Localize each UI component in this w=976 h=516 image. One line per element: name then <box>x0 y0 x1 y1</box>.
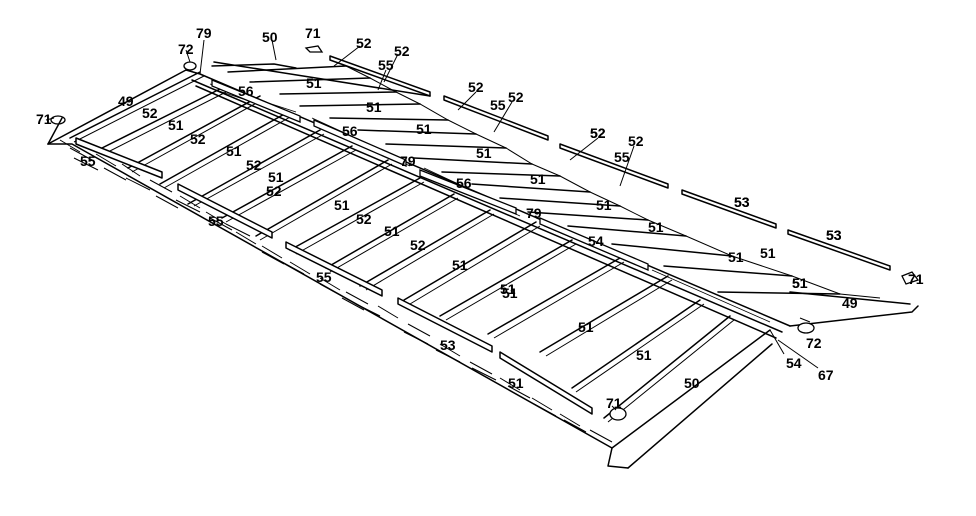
reference-numeral: 53 <box>734 194 750 210</box>
reference-numeral: 55 <box>80 153 96 169</box>
fittings <box>47 45 920 421</box>
leader-lines <box>45 39 819 411</box>
reference-numeral: 49 <box>842 295 858 311</box>
reference-numeral: 51 <box>226 143 242 159</box>
reference-numeral: 54 <box>786 355 802 371</box>
reference-numeral: 53 <box>826 227 842 243</box>
reference-numeral: 56 <box>238 83 254 99</box>
reference-numeral: 72 <box>178 41 194 57</box>
left-roof-slope <box>47 69 773 469</box>
reference-numeral: 51 <box>596 197 612 213</box>
reference-numeral: 71 <box>606 395 622 411</box>
reference-numeral: 56 <box>456 175 472 191</box>
fitting-72-bottom <box>797 322 815 334</box>
reference-numeral: 51 <box>500 281 516 297</box>
reference-numeral: 71 <box>908 271 924 287</box>
reference-numeral: 51 <box>648 219 664 235</box>
reference-numeral: 51 <box>306 75 322 91</box>
reference-numeral: 53 <box>734 194 750 210</box>
reference-numeral: 52 <box>410 237 426 253</box>
fitting-71-right <box>901 271 920 285</box>
reference-numeral: 53 <box>440 337 456 353</box>
reference-numeral: 55 <box>378 57 394 73</box>
reference-numeral: 52 <box>590 125 606 141</box>
reference-numeral: 51 <box>452 257 468 273</box>
reference-numeral: 51 <box>476 145 492 161</box>
fitting-71-bottom <box>609 407 627 421</box>
reference-numeral: 51 <box>416 121 432 137</box>
reference-numeral: 79 <box>196 25 212 41</box>
reference-numeral: 54 <box>588 233 604 249</box>
reference-numeral: 51 <box>384 223 400 239</box>
reference-numeral: 52 <box>468 79 484 95</box>
reference-numeral: 51 <box>502 285 518 301</box>
reference-numeral: 52 <box>246 157 262 173</box>
reference-numeral: 49 <box>118 93 134 109</box>
reference-numeral: 51 <box>508 375 524 391</box>
reference-numeral: 55 <box>208 213 224 229</box>
reference-numeral: 79 <box>400 153 416 169</box>
reference-numeral: 51 <box>578 319 594 335</box>
fitting-71-top <box>304 45 324 53</box>
ridge-assembly <box>185 69 791 339</box>
reference-numeral: 51 <box>530 171 546 187</box>
reference-numeral: 55 <box>490 97 506 113</box>
reference-numeral: 52 <box>628 133 644 149</box>
reference-numeral: 67 <box>818 367 834 383</box>
reference-numeral: 52 <box>356 35 372 51</box>
reference-numeral: 53 <box>826 227 842 243</box>
reference-numeral: 50 <box>684 375 700 391</box>
reference-numeral: 51 <box>728 249 744 265</box>
reference-numeral: 52 <box>590 125 606 141</box>
reference-numeral: 79 <box>526 205 542 221</box>
reference-numeral: 52 <box>266 183 282 199</box>
reference-numeral: 50 <box>262 29 278 45</box>
reference-numeral: 71 <box>36 111 52 127</box>
right-roof-slope <box>211 55 919 327</box>
fitting-72-top <box>183 61 197 71</box>
reference-numeral: 52 <box>190 131 206 147</box>
reference-numeral: 51 <box>636 347 652 363</box>
reference-numeral: 55 <box>316 269 332 285</box>
reference-numeral: 52 <box>142 105 158 121</box>
reference-numeral: 72 <box>806 335 822 351</box>
reference-numeral: 51 <box>168 117 184 133</box>
reference-numeral: 55 <box>614 149 630 165</box>
reference-numeral: 51 <box>268 169 284 185</box>
reference-numeral: 51 <box>792 275 808 291</box>
fitting-71-left <box>50 115 66 125</box>
reference-numeral: 56 <box>342 123 358 139</box>
reference-numeral: 51 <box>366 99 382 115</box>
reference-numeral: 51 <box>792 275 808 291</box>
reference-numeral: 52 <box>508 89 524 105</box>
reference-numeral: 51 <box>334 197 350 213</box>
reference-numeral: 52 <box>394 43 410 59</box>
reference-numeral: 51 <box>760 245 776 261</box>
reference-numeral: 71 <box>305 25 321 41</box>
reference-numeral: 52 <box>356 211 372 227</box>
